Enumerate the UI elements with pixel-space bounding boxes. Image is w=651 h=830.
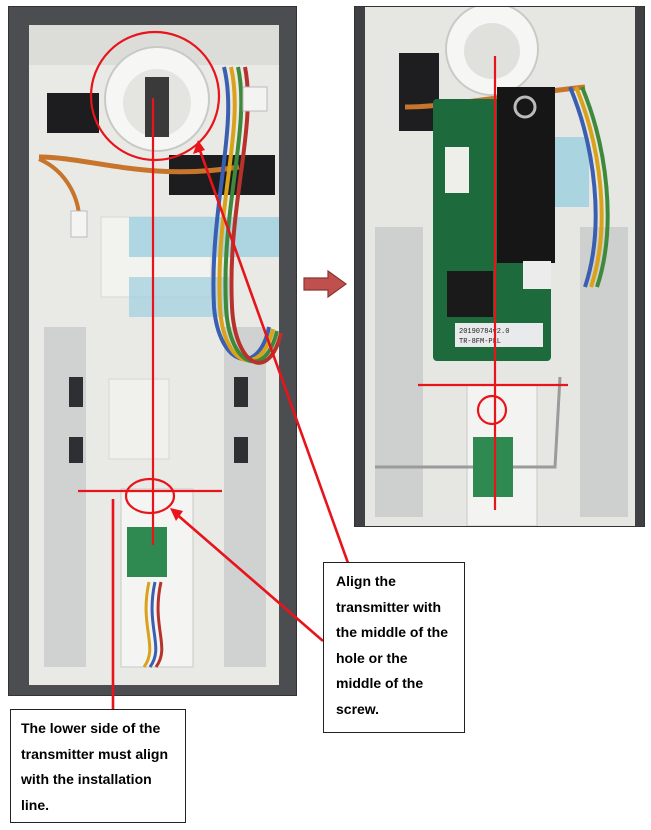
callout-align-hole: Align the transmitter with the middle of…: [323, 562, 465, 733]
socket-slot: [145, 77, 169, 137]
right-photo: 20190784v2.0 TR-8FM-PLL: [354, 6, 645, 527]
metal-wire: [375, 376, 562, 469]
callout-text-line: transmitter with: [336, 598, 442, 615]
callout-text-line: hole or the: [336, 649, 408, 666]
callout-text-line: Align the: [336, 573, 396, 589]
callout-text-line: The lower side of the: [21, 720, 161, 736]
left-photo: [8, 6, 297, 696]
callout-text-line: the middle of the: [336, 624, 448, 640]
black-tape: [399, 53, 439, 131]
black-tape: [47, 93, 99, 133]
pcb-label-line1: 20190784v2.0: [459, 328, 509, 336]
battery-holder: [497, 87, 555, 263]
callout-installation-line: The lower side of the transmitter must a…: [10, 709, 186, 823]
callout-text-line: line.: [21, 796, 50, 813]
pcb-label-line2: TR-8FM-PLL: [459, 338, 501, 346]
pcb-label: [455, 323, 543, 347]
left-photo-drawing: [29, 25, 283, 685]
right-arrow-icon: [303, 270, 348, 298]
callout-text-line: middle of the: [336, 675, 424, 691]
callout-text-line: screw.: [336, 700, 380, 717]
callout-text-line: transmitter must align: [21, 745, 169, 762]
right-photo-drawing: 20190784v2.0 TR-8FM-PLL: [365, 7, 635, 526]
callout-text-line: with the installation: [21, 771, 152, 787]
chip: [447, 271, 493, 317]
